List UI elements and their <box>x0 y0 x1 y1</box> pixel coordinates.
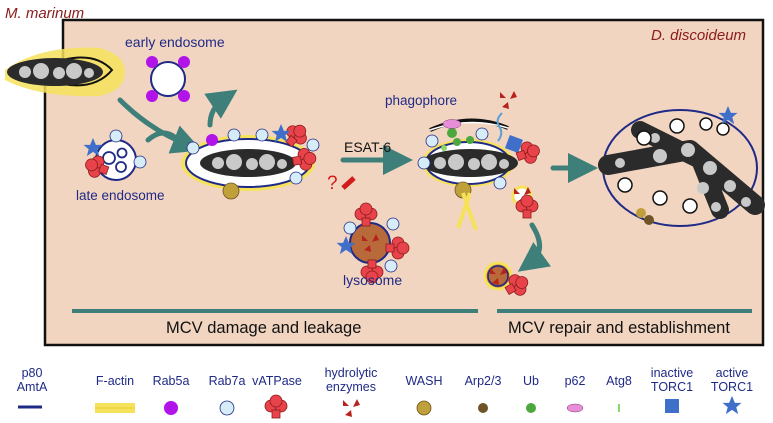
lysosome <box>336 202 410 284</box>
legend-label-rab5a: Rab5a <box>152 374 190 388</box>
legend-label-arp23: Arp2/3 <box>464 374 502 388</box>
mcv-early <box>181 119 320 200</box>
bacterium-label: M. marinum <box>5 5 85 22</box>
legend-label-wash: WASH <box>405 374 443 388</box>
legend-label-f-actin: F-actin <box>95 374 135 388</box>
phagophore-label: phagophore <box>385 93 458 108</box>
early-endosome-label: early endosome <box>125 34 225 50</box>
mcv-established <box>598 106 765 227</box>
legend-icon-hydrolytic-enzymes <box>343 399 360 417</box>
legend-icon-arp23 <box>478 403 488 413</box>
legend-icon-p62 <box>566 403 584 413</box>
pathway-arrows <box>117 89 598 272</box>
late-endosome-label: late endosome <box>76 188 165 203</box>
phase-repair-label: MCV repair and establishment <box>508 319 730 337</box>
fusion-question-mark: ? <box>327 173 338 194</box>
early-endosome <box>146 56 190 102</box>
repair-vesicle <box>483 261 533 301</box>
legend-icon-wash <box>416 400 432 416</box>
legend-icon-vatpase <box>264 394 288 419</box>
lysosome-label: lysosome <box>343 272 403 288</box>
mcv-damaged <box>417 91 544 231</box>
legend-label-rab7a: Rab7a <box>208 374 246 388</box>
legend-label-atg8: Atg8 <box>606 374 632 388</box>
legend-label-vatpase: vATPase <box>252 374 302 388</box>
legend-icon-inactive-torc1 <box>665 399 679 413</box>
host-label: D. discoideum <box>651 27 747 44</box>
esat6-label: ESAT-6 <box>344 139 392 155</box>
legend-label-ub: Ub <box>523 374 539 388</box>
phagocytic-entry <box>5 47 125 97</box>
legend-icon-rab7a <box>219 400 235 416</box>
late-endosome <box>81 129 147 182</box>
legend-label-p62: p62 <box>564 374 586 388</box>
legend-icons <box>18 394 742 419</box>
blocked-fusion <box>341 176 356 190</box>
legend-icon-ub <box>526 403 536 413</box>
legend-icon-rab5a <box>164 401 178 415</box>
phase-damage-label: MCV damage and leakage <box>166 319 362 337</box>
legend-icon-f-actin <box>95 403 135 413</box>
legend-icon-active-torc1 <box>722 396 742 415</box>
